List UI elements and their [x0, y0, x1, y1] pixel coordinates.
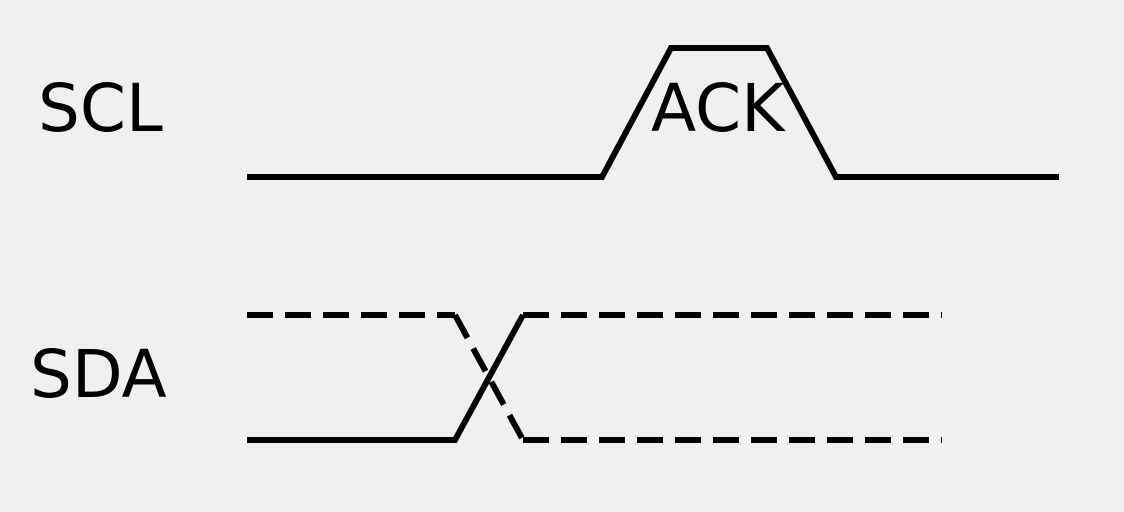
- scl-ack-label: ACK: [651, 70, 786, 147]
- scl-waveform: [247, 45, 1059, 180]
- scl-label: SCL: [38, 70, 163, 147]
- sda-solid-waveform: [247, 313, 526, 443]
- sda-dashed-crossing: [452, 313, 526, 442]
- sda-label: SDA: [30, 336, 167, 413]
- scl-row: SCL ACK: [38, 45, 1059, 180]
- sda-row: SDA: [30, 312, 942, 443]
